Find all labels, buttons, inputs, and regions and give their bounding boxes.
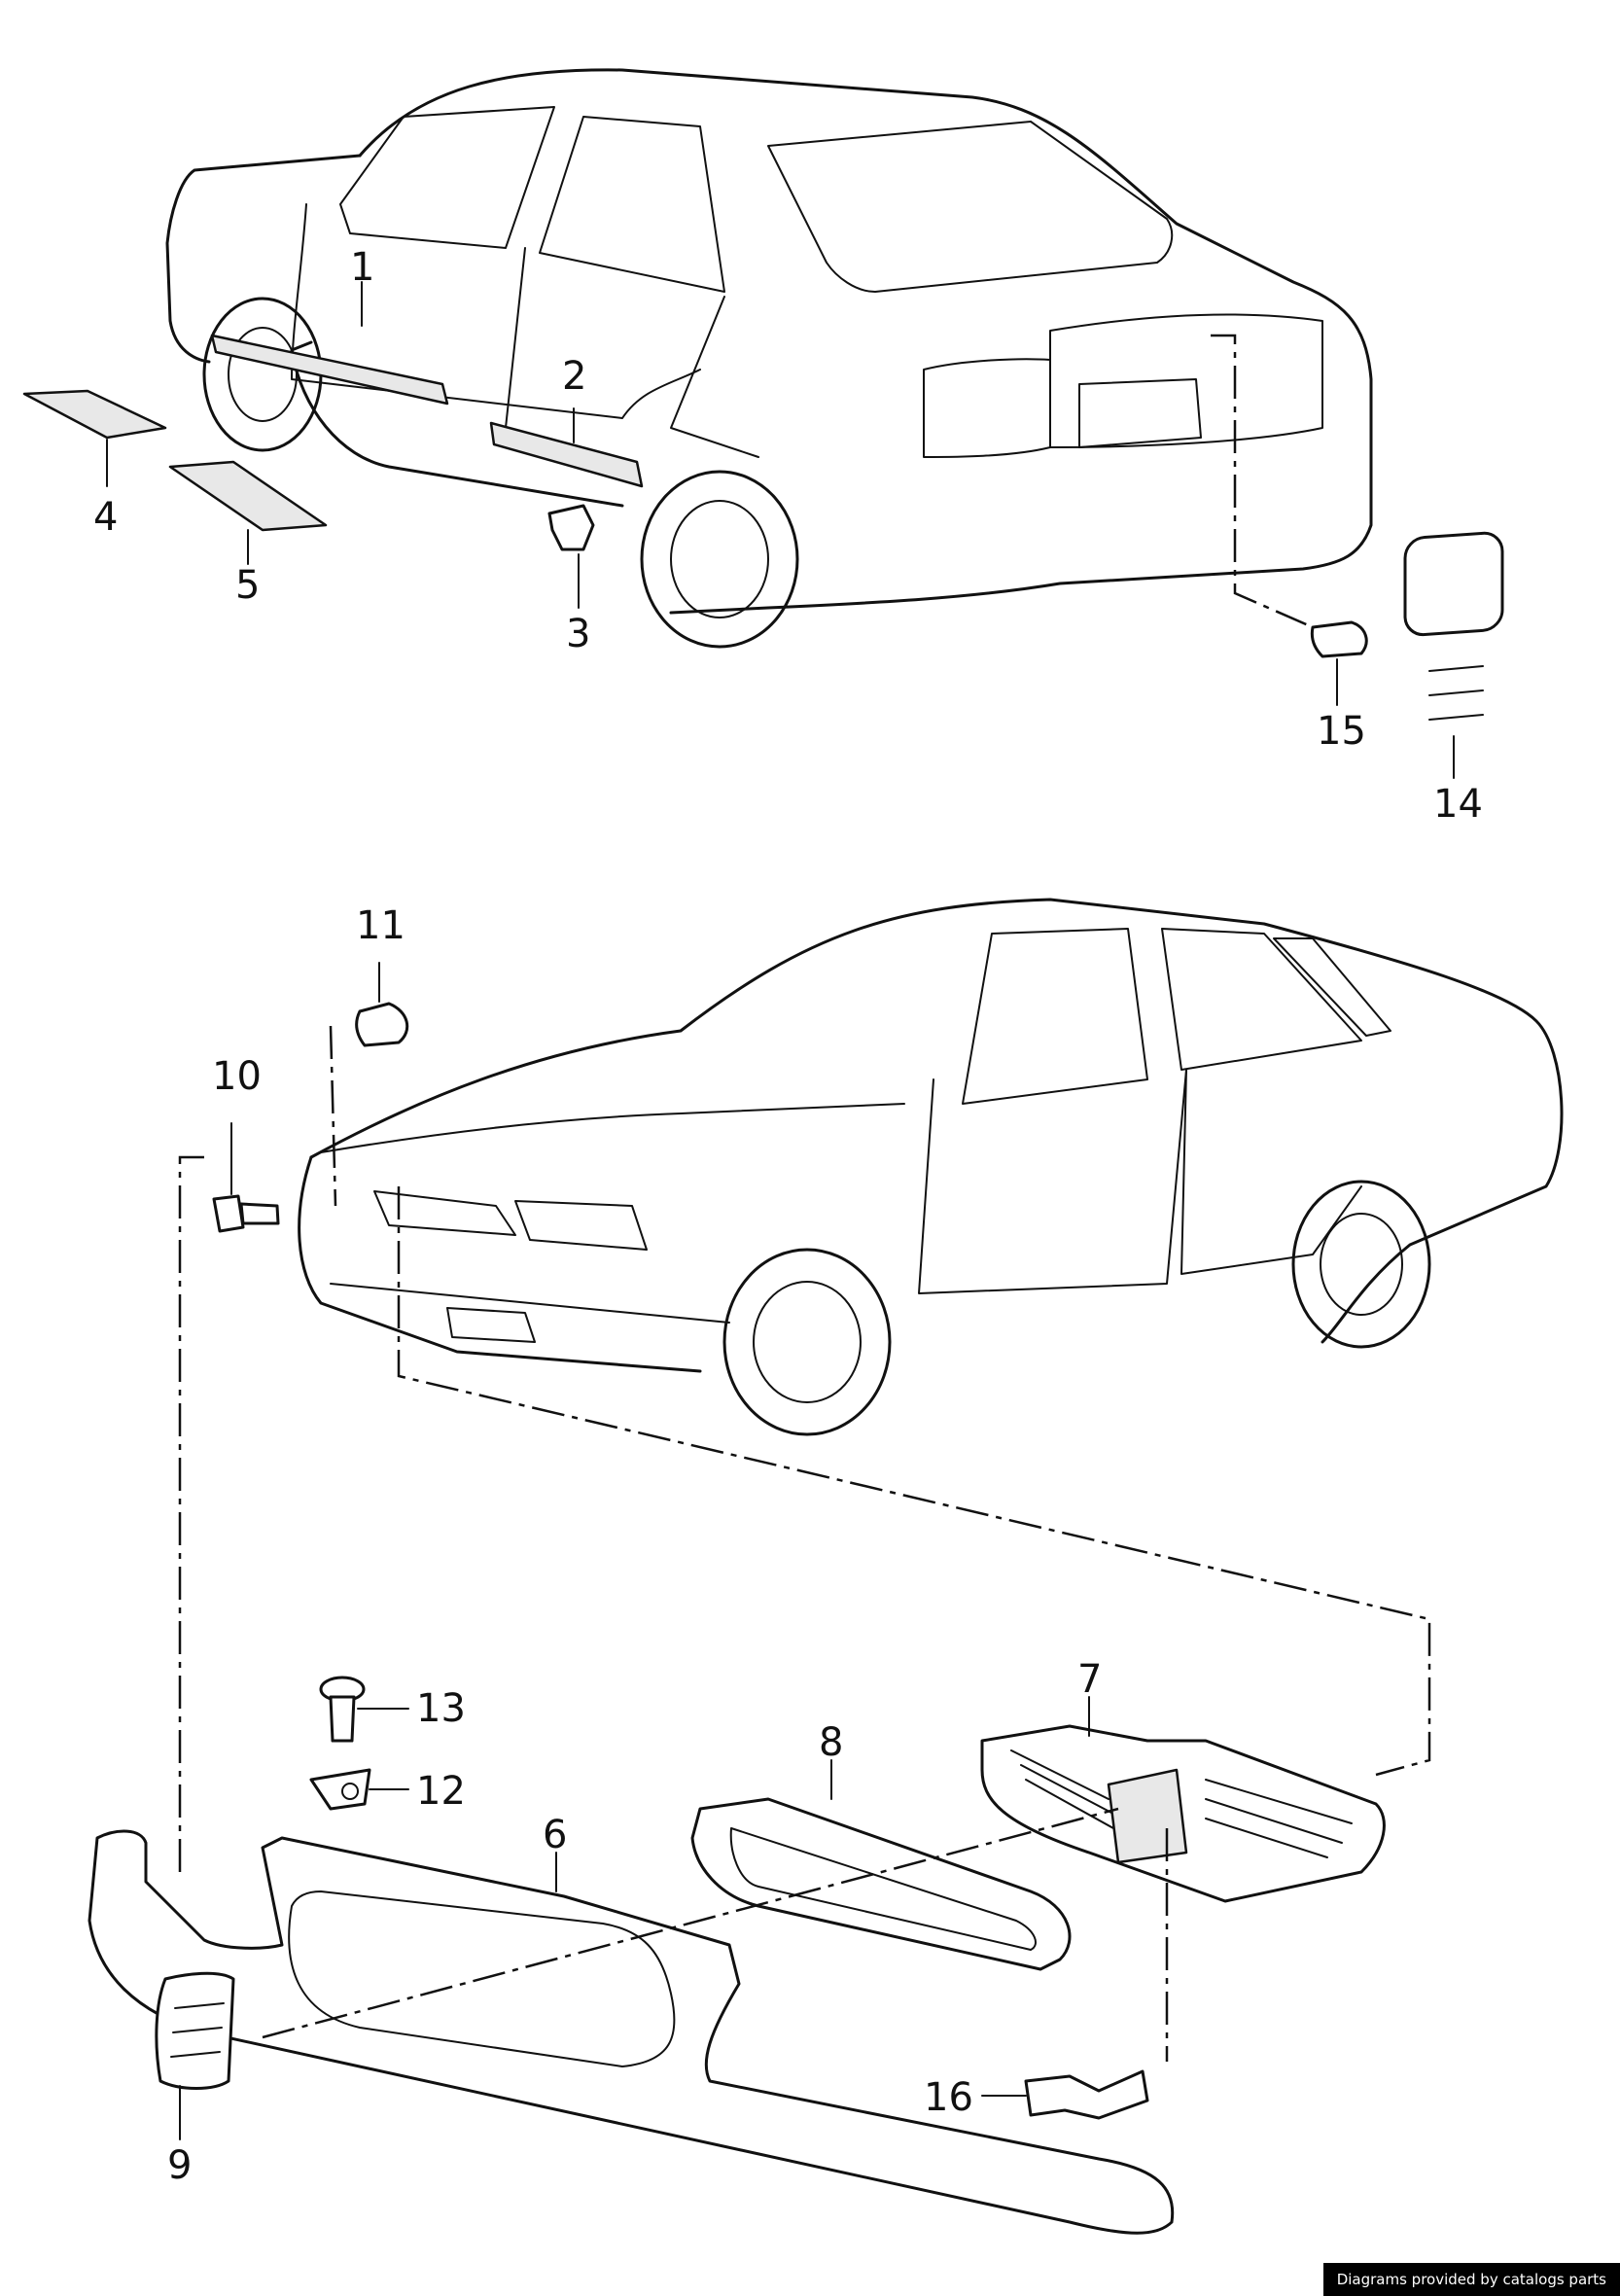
bolt-13 bbox=[319, 1676, 366, 1743]
badge-9 bbox=[155, 1971, 235, 2090]
callout-5: 5 bbox=[235, 563, 260, 608]
callout-13: 13 bbox=[416, 1686, 466, 1731]
callout-1: 1 bbox=[350, 245, 374, 290]
callout-7: 7 bbox=[1077, 1657, 1102, 1702]
clip-16 bbox=[1024, 2069, 1149, 2120]
callout-8: 8 bbox=[819, 1720, 843, 1765]
trim-strip-5 bbox=[168, 460, 328, 532]
credit-badge: Diagrams provided by catalogs parts bbox=[1322, 2263, 1620, 2296]
callout-15: 15 bbox=[1317, 709, 1366, 754]
callout-12: 12 bbox=[416, 1769, 466, 1814]
callout-6: 6 bbox=[543, 1813, 567, 1857]
plug-15 bbox=[1310, 620, 1368, 658]
callout-4: 4 bbox=[93, 495, 118, 540]
callout-10: 10 bbox=[212, 1054, 262, 1099]
clip-3 bbox=[547, 504, 595, 551]
trim-strip-4 bbox=[22, 389, 167, 440]
screw-10 bbox=[212, 1194, 280, 1233]
rear-view-car bbox=[165, 68, 1373, 649]
callout-labels: 1 2 3 4 5 6 7 8 9 10 11 12 13 14 15 16 bbox=[93, 245, 1483, 2188]
grille-insert-7 bbox=[980, 1724, 1386, 1903]
front-view-car bbox=[298, 898, 1564, 1436]
clip-12 bbox=[309, 1768, 371, 1811]
nut-11 bbox=[355, 1002, 409, 1047]
grille-frame-8 bbox=[690, 1797, 1072, 1971]
callout-3: 3 bbox=[566, 612, 590, 656]
callout-9: 9 bbox=[167, 2143, 192, 2188]
leader-lines bbox=[106, 281, 1455, 2140]
callout-2: 2 bbox=[562, 354, 586, 399]
callout-16: 16 bbox=[924, 2075, 973, 2120]
callout-14: 14 bbox=[1433, 782, 1483, 827]
callout-11: 11 bbox=[356, 903, 405, 948]
emblem-14 bbox=[1403, 531, 1504, 721]
